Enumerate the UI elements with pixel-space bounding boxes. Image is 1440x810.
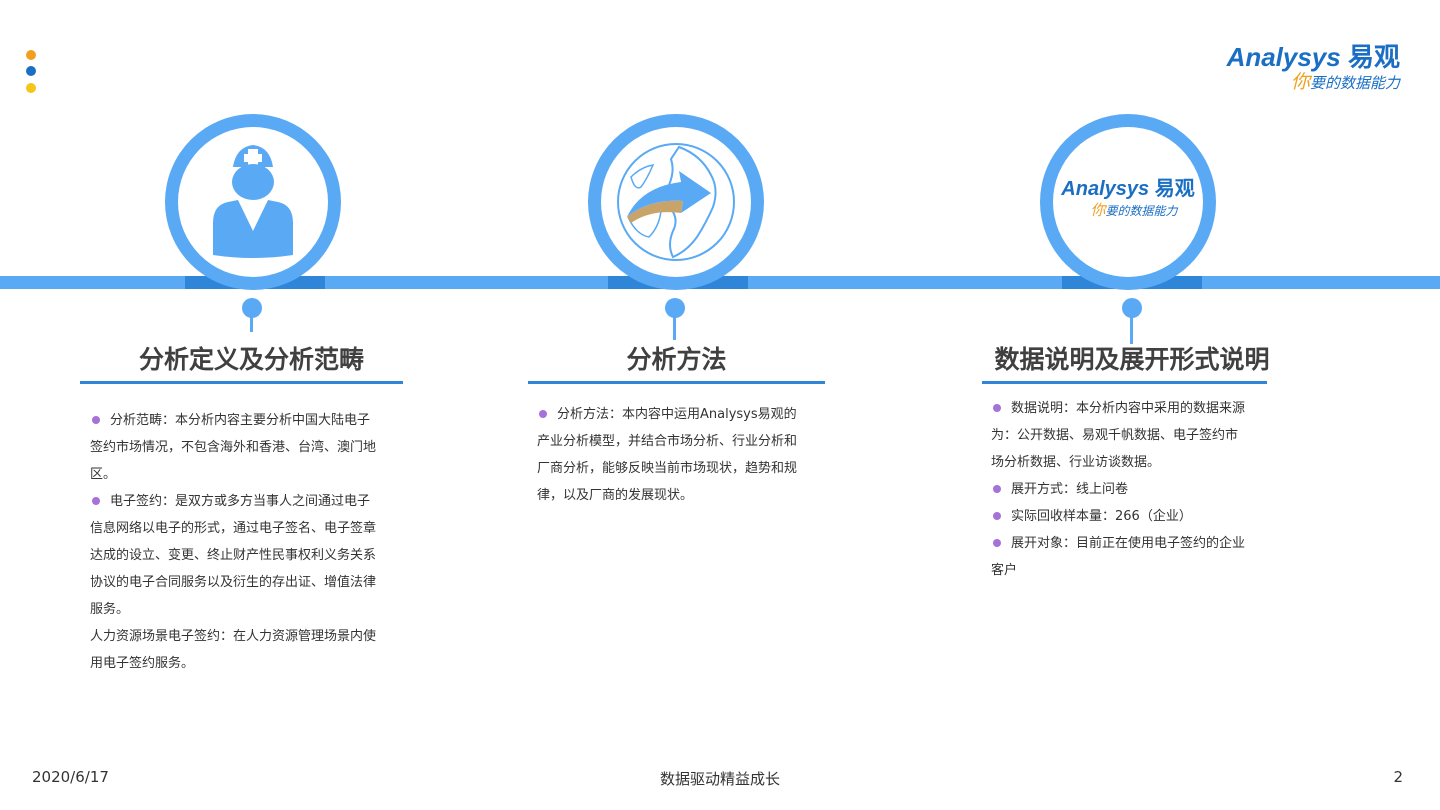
globe-arrow-icon (617, 143, 735, 261)
logo-slogan-first: 你 (1290, 71, 1310, 93)
section-2-body: 分析方法：本内容中运用Analysys易观的 产业分析模型，并结合市场分析、行业… (537, 401, 837, 509)
body-line: 律，以及厂商的发展现状。 (537, 488, 694, 503)
header-logo: Analysys 易观 你要的数据能力 (1227, 42, 1400, 93)
body-line: 展开方式：线上问卷 (991, 476, 1271, 503)
logo-slogan-rest: 要的数据能力 (1309, 74, 1400, 92)
timeline-node-2 (665, 298, 685, 318)
circle-logo-slogan-first: 你 (1090, 201, 1106, 219)
section-1-body: 分析范畴：本分析内容主要分析中国大陆电子 签约市场情况，不包含海外和香港、台湾、… (90, 407, 410, 677)
body-line: 数据说明：本分析内容中采用的数据来源 (991, 395, 1271, 422)
timeline-stem-3 (1130, 316, 1133, 344)
section-2-title: 分析方法 (626, 345, 727, 374)
bullet-icon (539, 410, 547, 418)
corner-dot-orange (26, 50, 36, 60)
section-3-underline (982, 381, 1267, 384)
circle-logo-brand-en: Analysys (1061, 178, 1150, 200)
body-line: 协议的电子合同服务以及衍生的存出证、增值法律 (90, 575, 377, 590)
body-line: 人力资源场景电子签约：在人力资源管理场景内使 (90, 629, 377, 644)
body-line: 签约市场情况，不包含海外和香港、台湾、澳门地 (90, 440, 377, 455)
logo-brand-cn: 易观 (1347, 42, 1400, 72)
bullet-icon (993, 539, 1001, 547)
section-3-body: 数据说明：本分析内容中采用的数据来源 为：公开数据、易观千帆数据、电子签约市 场… (991, 395, 1271, 584)
body-line: 展开对象：目前正在使用电子签约的企业 (991, 530, 1271, 557)
footer-page-number: 2 (1393, 768, 1403, 786)
body-line: 场分析数据、行业访谈数据。 (991, 455, 1161, 470)
circle-logo-brand-cn: 易观 (1154, 178, 1195, 200)
timeline-node-3 (1122, 298, 1142, 318)
section-1-underline (80, 381, 403, 384)
section-2-icon-circle (588, 114, 764, 290)
body-line: 实际回收样本量：266（企业） (991, 503, 1271, 530)
corner-dot-blue (26, 66, 36, 76)
timeline-node-1 (242, 298, 262, 318)
section-1-icon-circle (165, 114, 341, 290)
body-line: 用电子签约服务。 (90, 656, 195, 671)
bullet-icon (993, 512, 1001, 520)
timeline-stem-1 (250, 316, 253, 332)
bullet-icon (92, 497, 100, 505)
body-line: 电子签约：是双方或多方当事人之间通过电子 (90, 488, 410, 515)
analysys-logo-icon: Analysys 易观 你要的数据能力 (1053, 177, 1203, 220)
body-line: 信息网络以电子的形式，通过电子签名、电子签章 (90, 521, 377, 536)
body-line: 分析范畴：本分析内容主要分析中国大陆电子 (90, 407, 410, 434)
body-line: 为：公开数据、易观千帆数据、电子签约市 (991, 428, 1239, 443)
body-line: 分析方法：本内容中运用Analysys易观的 (537, 401, 837, 428)
body-line: 客户 (991, 563, 1018, 578)
bullet-icon (92, 416, 100, 424)
bullet-icon (993, 485, 1001, 493)
body-line: 产业分析模型，并结合市场分析、行业分析和 (537, 434, 798, 449)
section-3-title: 数据说明及展开形式说明 (994, 345, 1270, 374)
logo-brand-en: Analysys (1226, 42, 1341, 72)
body-line: 服务。 (90, 602, 130, 617)
footer-slogan: 数据驱动精益成长 (659, 770, 780, 788)
timeline-stem-2 (673, 316, 676, 340)
footer-date: 2020/6/17 (32, 768, 109, 786)
body-line: 厂商分析，能够反映当前市场现状，趋势和规 (537, 461, 798, 476)
corner-dot-yellow (26, 83, 36, 93)
section-2-underline (528, 381, 825, 384)
circle-logo-slogan-rest: 要的数据能力 (1105, 204, 1178, 218)
doctor-nurse-icon (213, 145, 293, 258)
body-line: 达成的设立、变更、终止财产性民事权利义务关系 (90, 548, 377, 563)
bullet-icon (993, 404, 1001, 412)
section-3-icon-circle: Analysys 易观 你要的数据能力 (1040, 114, 1216, 290)
body-line: 区。 (90, 467, 117, 482)
section-1-title: 分析定义及分析范畴 (138, 345, 364, 374)
